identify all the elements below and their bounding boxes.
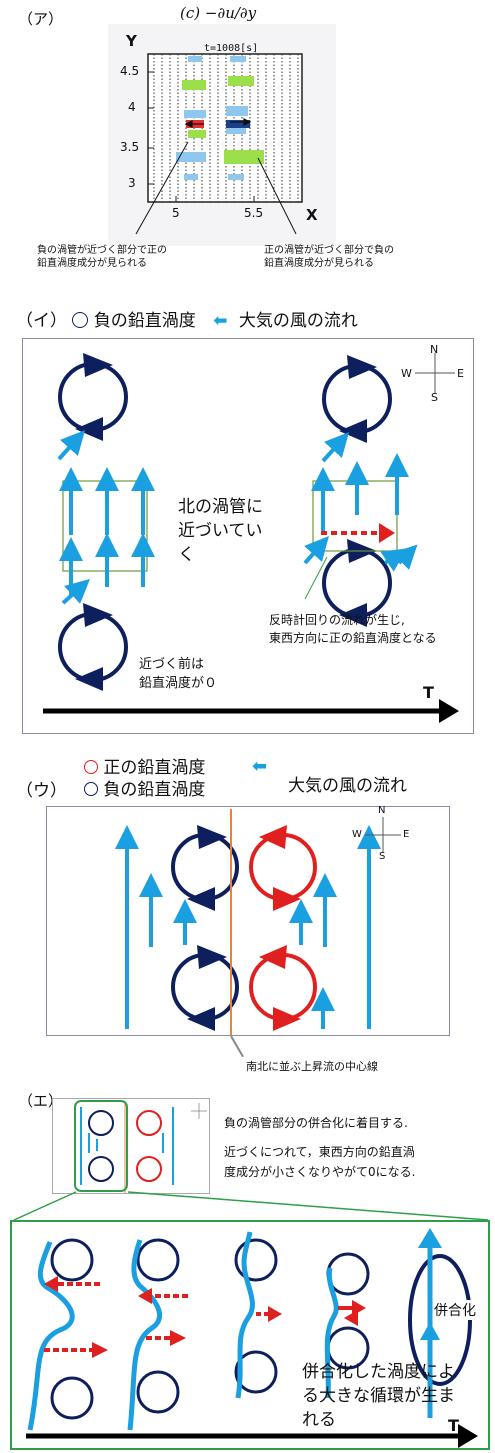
text-north-line3: く [178,545,195,565]
note-right-line1: 正の渦管が近づく部分で負の [264,245,394,256]
section-i-header: （イ） 負の鉛直渦度 ⬅ 大気の風の流れ [16,306,358,331]
text-north: 北の渦管に 近づいてい く [178,495,263,567]
note-left-line1: 負の渦管が近づく部分で正の [37,245,167,256]
note-ccw-line2: 東西方向に正の鉛直渦度となる [269,631,437,645]
vorticity-plot: t=1008[s] Y X 4.5 4 3.5 3 5 5.5 [108,24,336,246]
note-right: 正の渦管が近づく部分で負の 鉛直渦度成分が見られる [264,244,394,270]
x-tick-label: 5.5 [244,206,264,220]
note-ccw-line1: 反時計回りの流れが生じ, [269,613,405,627]
text-north-line1: 北の渦管に [178,497,263,517]
compass-s: S [431,391,438,404]
note-left-line2: 鉛直渦度成分が見られる [37,258,147,269]
legend-wind: 大気の風の流れ [288,776,407,796]
note-approach-line1: 近づくにつれて，東西方向の鉛直渦 [224,1145,415,1159]
merge-label: 併合化 [434,1300,476,1320]
note-before-line1: 近づく前は [139,657,205,672]
time-axis-label: T [423,683,434,702]
neg-vortex-icon [58,362,128,432]
compass-n: N [378,805,386,816]
note-approach: 近づくにつれて，東西方向の鉛直渦 度成分が小さくなりやがて0になる. [224,1142,415,1182]
note-focus: 負の渦管部分の併合化に着目する. [224,1116,408,1130]
y-tick-label: 3 [128,176,136,190]
pos-vortex-legend-icon [84,760,98,774]
plot-title: (c) −∂u/∂y [180,4,257,22]
legend-pos-vorticity: 正の鉛直渦度 [103,758,206,778]
note-before-line2: 鉛直渦度が０ [139,676,218,691]
legend-wind: 大気の風の流れ [238,311,358,331]
merge-result-line3: れる [302,1410,336,1430]
panel-i: N S W E 北の渦管に 近づいてい く 反時計回りの流れが生じ, 東西方向に… [22,338,474,734]
section-u-label: （ウ） [16,781,67,801]
y-tick-label: 4.5 [120,64,140,78]
x-tick-label: 5 [172,206,180,220]
y-tick-label: 4 [128,100,136,114]
note-right-line2: 鉛直渦度成分が見られる [264,258,374,269]
wind-legend-icon: ⬅ [213,311,228,331]
merge-result-text: 併合化した渦度によ る大きな循環が生ま れる [302,1360,455,1432]
section-a-label: （ア） [18,10,64,28]
time-axis-label: T [448,1416,459,1435]
note-before: 近づく前は 鉛直渦度が０ [139,655,217,693]
compass-w: W [401,367,412,380]
y-axis-label: Y [126,32,137,50]
note-approach-line2: 度成分が小さくなりやがて0になる. [224,1165,416,1179]
merge-panel: 併合化 併合化した渦度によ る大きな循環が生ま れる T [10,1220,490,1450]
neg-vortex-legend-icon [72,312,89,328]
neg-vortex-legend-icon [84,782,98,796]
compass-s: S [379,851,386,862]
mini-panel-e [52,1098,210,1194]
note-ccw: 反時計回りの流れが生じ, 東西方向に正の鉛直渦度となる [269,611,437,647]
compass-e: E [457,367,464,380]
compass-n: N [430,343,439,356]
text-north-line2: 近づいてい [178,521,263,541]
wind-legend-icon: ⬅ [252,756,268,777]
note-left: 負の渦管が近づく部分で正の 鉛直渦度成分が見られる [37,244,167,270]
compass-w: W [352,829,362,840]
time-label: t=1008[s] [204,43,259,54]
legend-neg-vorticity: 負の鉛直渦度 [93,311,196,331]
section-e-label: （エ） [18,1092,64,1110]
legend-neg-vorticity: 負の鉛直渦度 [103,780,206,800]
x-axis-label: X [306,206,318,224]
compass-e: E [403,829,410,840]
section-u-legend: 正の鉛直渦度 負の鉛直渦度 [84,757,205,801]
note-center-line: 南北に並ぶ上昇流の中心線 [246,1060,378,1073]
section-i-label: （イ） [16,311,67,331]
merge-result-line1: 併合化した渦度によ [302,1362,455,1382]
y-tick-label: 3.5 [120,140,140,154]
panel-u: N S W E [46,805,450,1036]
center-line-pointer [230,1035,244,1058]
merge-result-line2: る大きな循環が生ま [302,1386,455,1406]
